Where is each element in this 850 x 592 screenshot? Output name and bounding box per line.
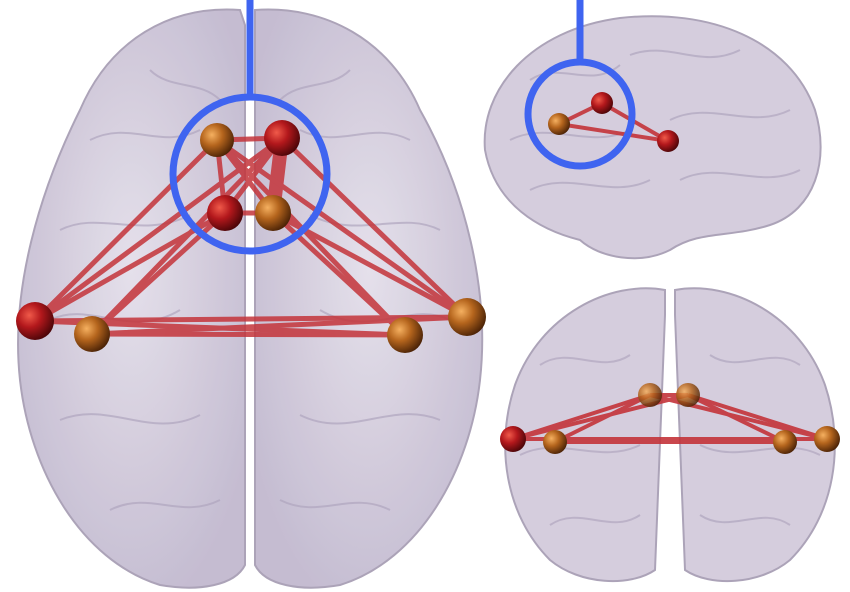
axial-node xyxy=(74,316,110,352)
sagittal-node xyxy=(548,113,570,135)
coronal-node xyxy=(773,430,797,454)
coronal-node xyxy=(500,426,526,452)
coronal-brain-svg xyxy=(490,275,850,592)
axial-node xyxy=(200,123,234,157)
axial-node xyxy=(255,195,291,231)
sagittal-node xyxy=(657,130,679,152)
coronal-node xyxy=(638,383,662,407)
axial-brain-svg xyxy=(0,0,500,592)
coronal-brain-view xyxy=(490,275,850,592)
axial-node xyxy=(448,298,486,336)
sagittal-brain-view xyxy=(470,0,850,275)
axial-node xyxy=(207,195,243,231)
sagittal-node xyxy=(591,92,613,114)
sagittal-brain-svg xyxy=(470,0,850,275)
axial-brain-view xyxy=(0,0,500,592)
axial-node xyxy=(387,317,423,353)
coronal-node xyxy=(543,430,567,454)
axial-node xyxy=(16,302,54,340)
axial-node xyxy=(264,120,300,156)
coronal-node xyxy=(814,426,840,452)
coronal-node xyxy=(676,383,700,407)
